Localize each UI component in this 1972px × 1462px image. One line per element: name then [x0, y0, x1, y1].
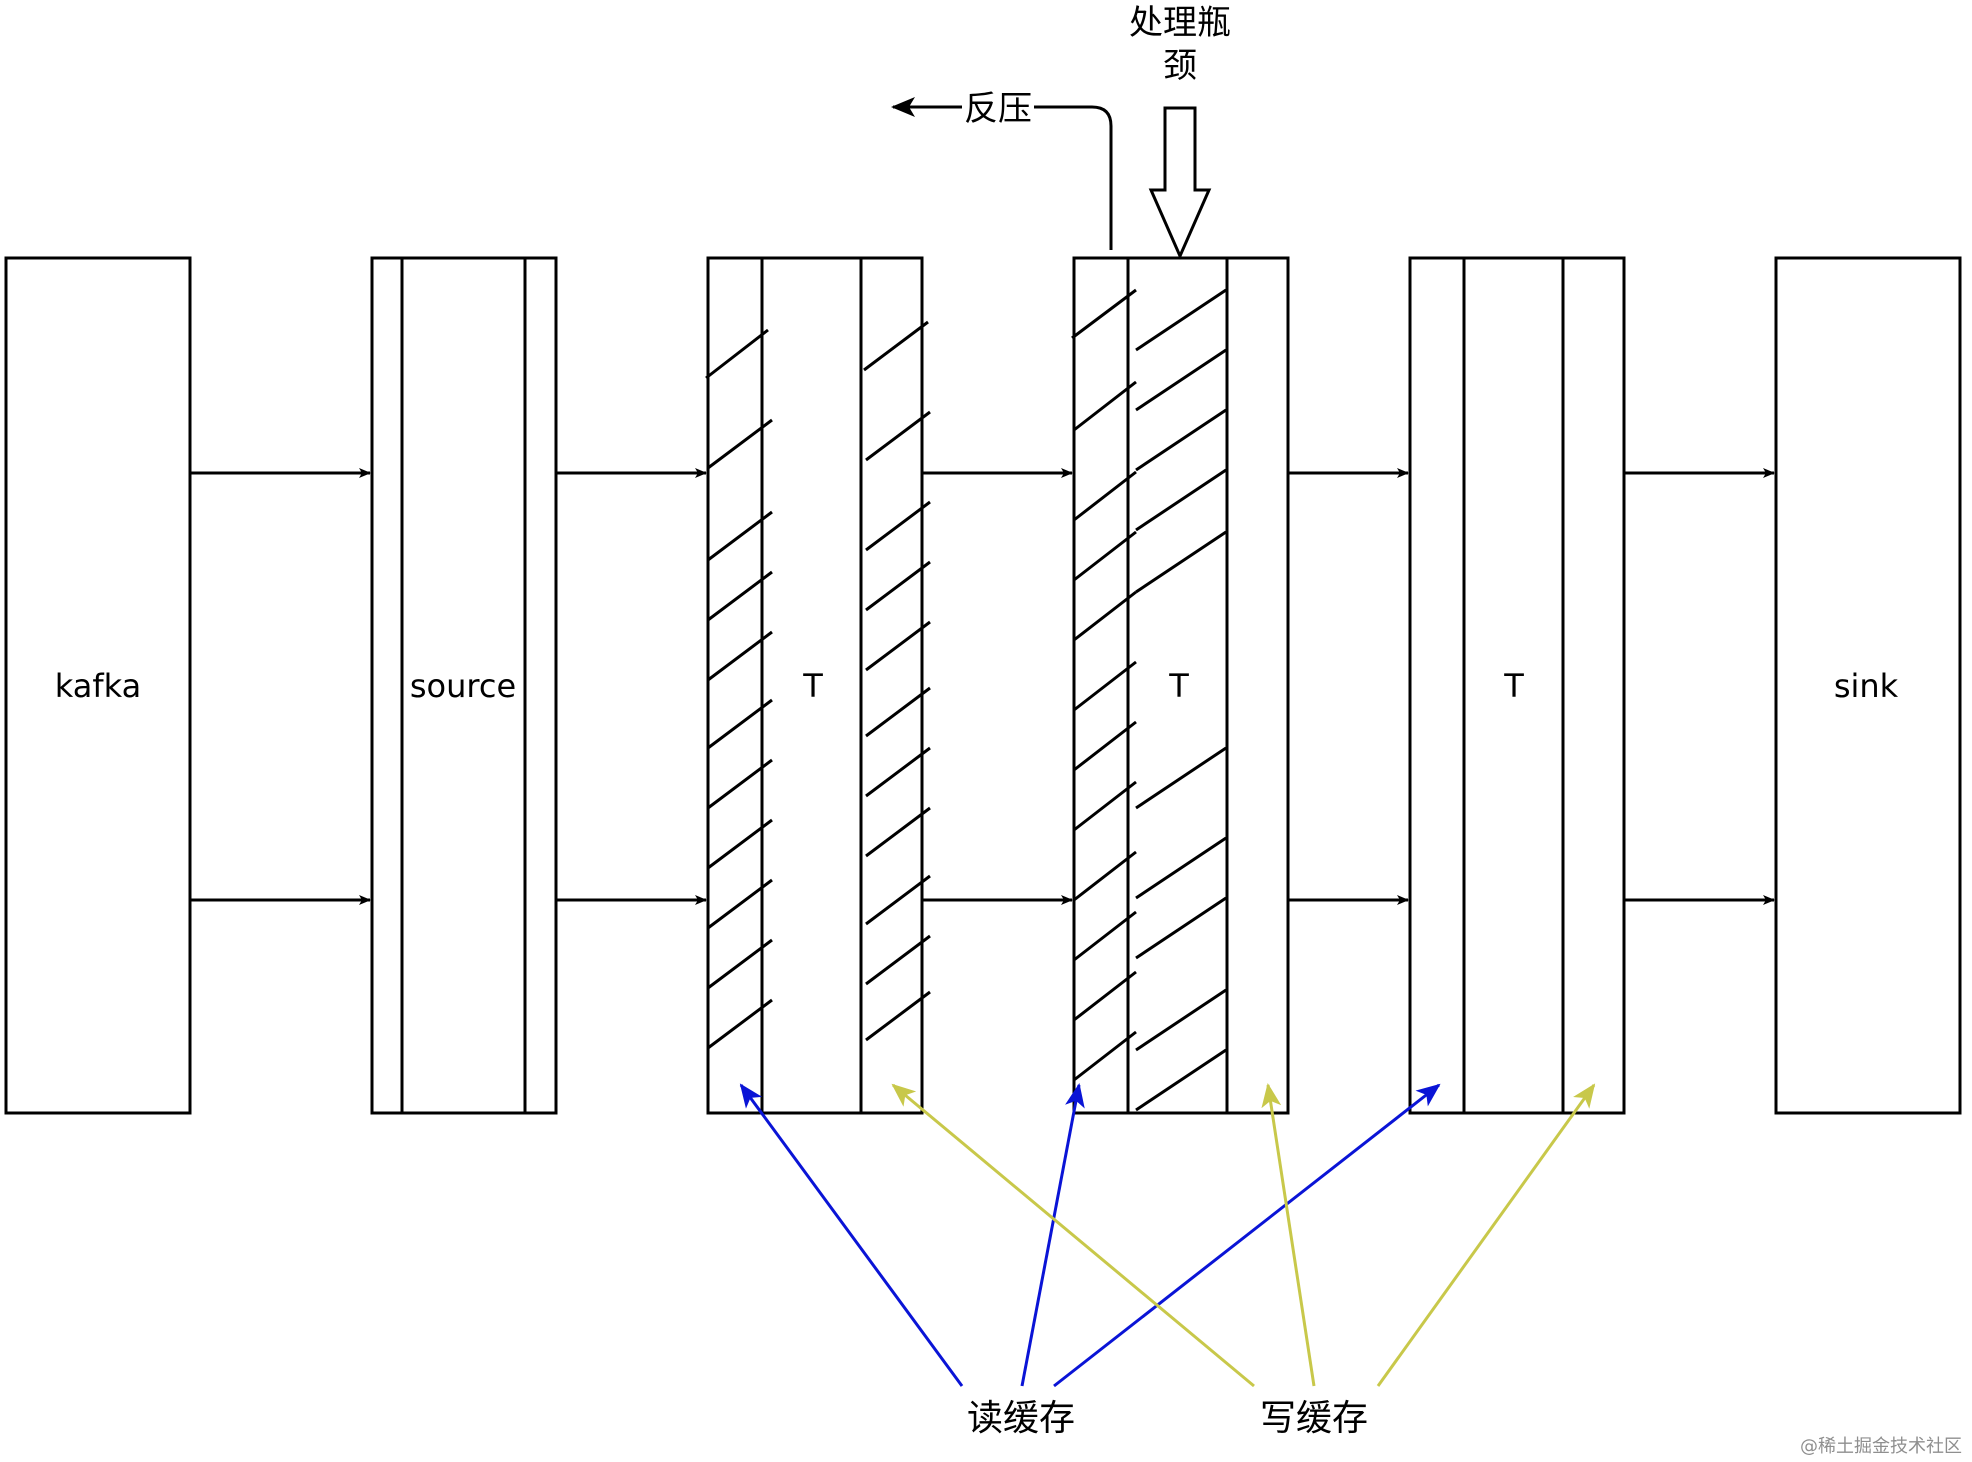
task3-label: T	[1503, 667, 1524, 705]
task1-label: T	[802, 667, 823, 705]
kafka-label: kafka	[55, 667, 141, 705]
watermark: @稀土掘金技术社区	[1800, 1436, 1962, 1457]
task2-read-buffer-hatch	[1071, 288, 1137, 1082]
write-buffer-label: 写缓存	[1260, 1398, 1368, 1439]
task1-read-buffer-hatch	[705, 328, 773, 1050]
bottleneck-label-line1: 处理瓶	[1129, 3, 1231, 43]
sink-label: sink	[1834, 667, 1899, 705]
bottleneck-label-line2: 颈	[1163, 46, 1197, 86]
backpressure-label: 反压	[964, 89, 1032, 129]
task1-write-buffer-hatch	[863, 320, 931, 1042]
backpressure-arrow	[1034, 105, 1113, 250]
kafka-box	[4, 256, 192, 1115]
write-buffer-pointers	[891, 1083, 1596, 1388]
bottleneck-arrow	[1148, 106, 1212, 260]
read-buffer-pointers	[739, 1083, 1441, 1388]
source-label: source	[410, 667, 516, 705]
task3-box	[1408, 256, 1626, 1115]
task2-processing-hatch	[1135, 288, 1227, 1112]
read-buffer-label: 读缓存	[967, 1398, 1075, 1439]
task2-box	[1072, 256, 1290, 1115]
task1-box	[706, 256, 924, 1115]
task2-label: T	[1168, 667, 1189, 705]
sink-box	[1774, 256, 1962, 1115]
flow-arrows	[190, 468, 1775, 905]
source-box	[370, 256, 558, 1115]
